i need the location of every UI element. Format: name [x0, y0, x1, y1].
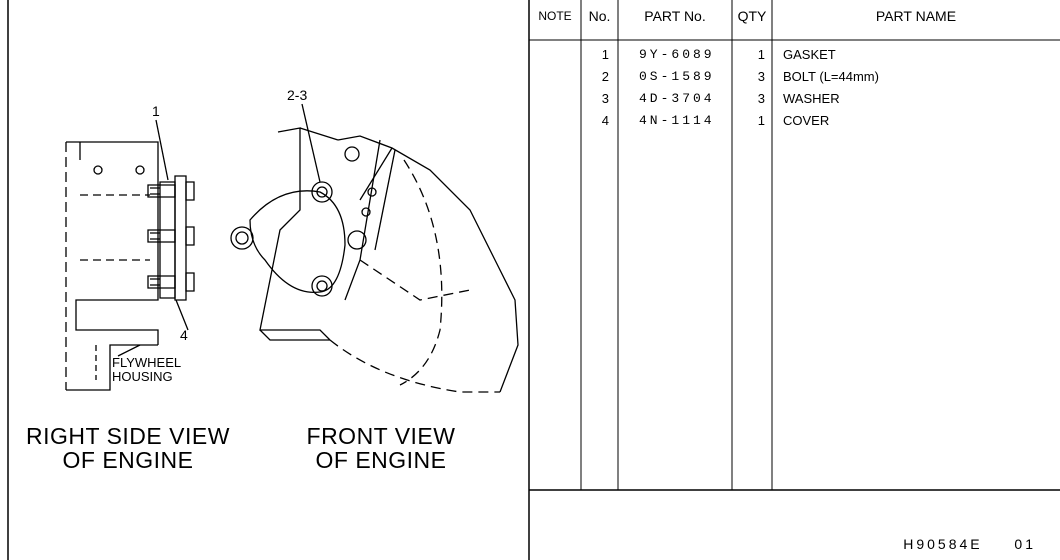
- callout-2-3: 2-3: [287, 87, 308, 103]
- table-row: 2 0S-1589 3 BOLT (L=44mm): [529, 66, 1060, 88]
- callout-1: 1: [152, 103, 160, 119]
- row-part-no: 4D-3704: [639, 91, 715, 106]
- table-body: 1 9Y-6089 1 GASKET 2 0S-1589 3 BOLT (L=4…: [529, 44, 1060, 132]
- row-part-no: 4N-1114: [639, 113, 715, 128]
- row-part-name: GASKET: [783, 47, 836, 62]
- parts-drawing: 1 2-3 4 FLYWHEEL HOUSING RIGHT SIDE VIEW…: [8, 0, 529, 560]
- flywheel-housing-label: FLYWHEEL HOUSING: [112, 355, 182, 384]
- row-qty: 1: [757, 47, 765, 62]
- header-note: NOTE: [538, 9, 572, 23]
- engine-illustration: [65, 103, 519, 393]
- header-part-name: PART NAME: [875, 8, 957, 24]
- header-no: No.: [588, 8, 611, 24]
- callout-4: 4: [180, 327, 188, 343]
- header-qty: QTY: [737, 8, 767, 24]
- table-row: 4 4N-1114 1 COVER: [529, 110, 1060, 132]
- row-part-name: WASHER: [783, 91, 840, 106]
- front-view-caption: FRONT VIEW OF ENGINE: [306, 423, 456, 473]
- header-part-no: PART No.: [644, 8, 706, 24]
- row-qty: 3: [757, 91, 765, 106]
- row-qty: 3: [757, 69, 765, 84]
- row-part-name: COVER: [783, 113, 830, 128]
- drawing-number: H90584E: [903, 536, 983, 552]
- row-no: 3: [601, 91, 609, 106]
- drawing-code: H90584E 01: [903, 536, 1036, 552]
- page-number: 01: [1014, 536, 1036, 552]
- table-row: 3 4D-3704 3 WASHER: [529, 88, 1060, 110]
- parts-table: NOTE No. PART No. QTY PART NAME 1 9Y-608…: [529, 0, 1060, 560]
- right-side-view-caption: RIGHT SIDE VIEW OF ENGINE: [26, 423, 230, 473]
- row-part-no: 0S-1589: [639, 69, 715, 84]
- row-qty: 1: [757, 113, 765, 128]
- row-part-no: 9Y-6089: [639, 47, 715, 62]
- row-no: 2: [601, 69, 609, 84]
- table-row: 1 9Y-6089 1 GASKET: [529, 44, 1060, 66]
- row-no: 1: [601, 47, 609, 62]
- row-part-name: BOLT (L=44mm): [783, 69, 879, 84]
- row-no: 4: [601, 113, 609, 128]
